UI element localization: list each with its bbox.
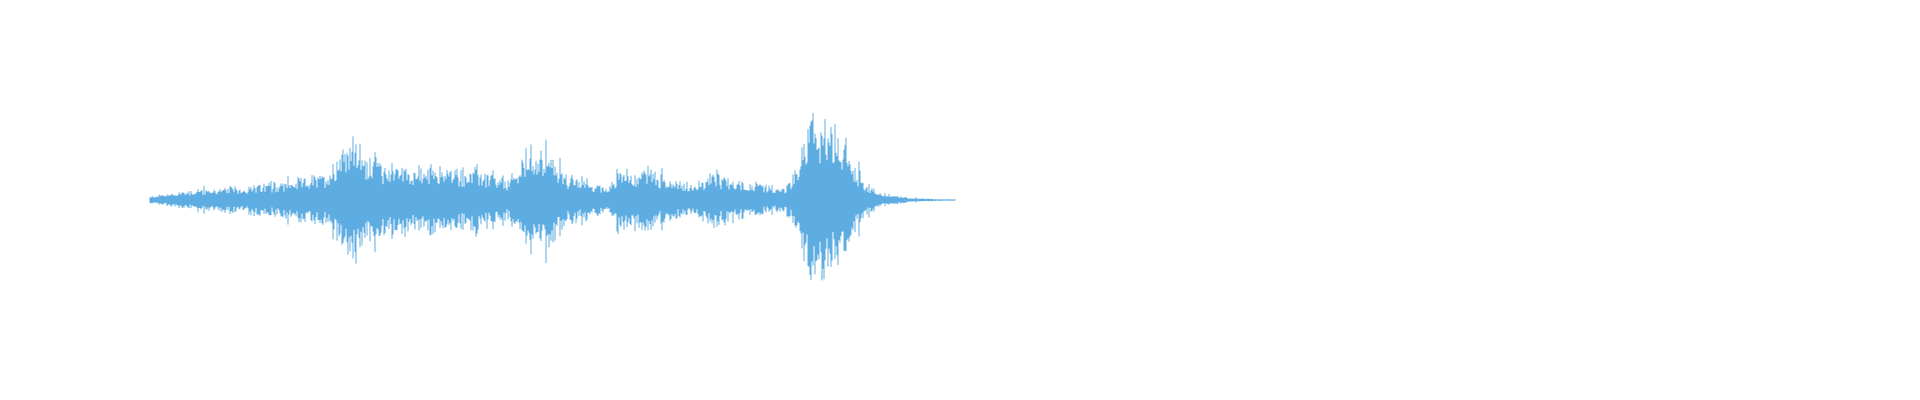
waveform-body (150, 160, 955, 240)
